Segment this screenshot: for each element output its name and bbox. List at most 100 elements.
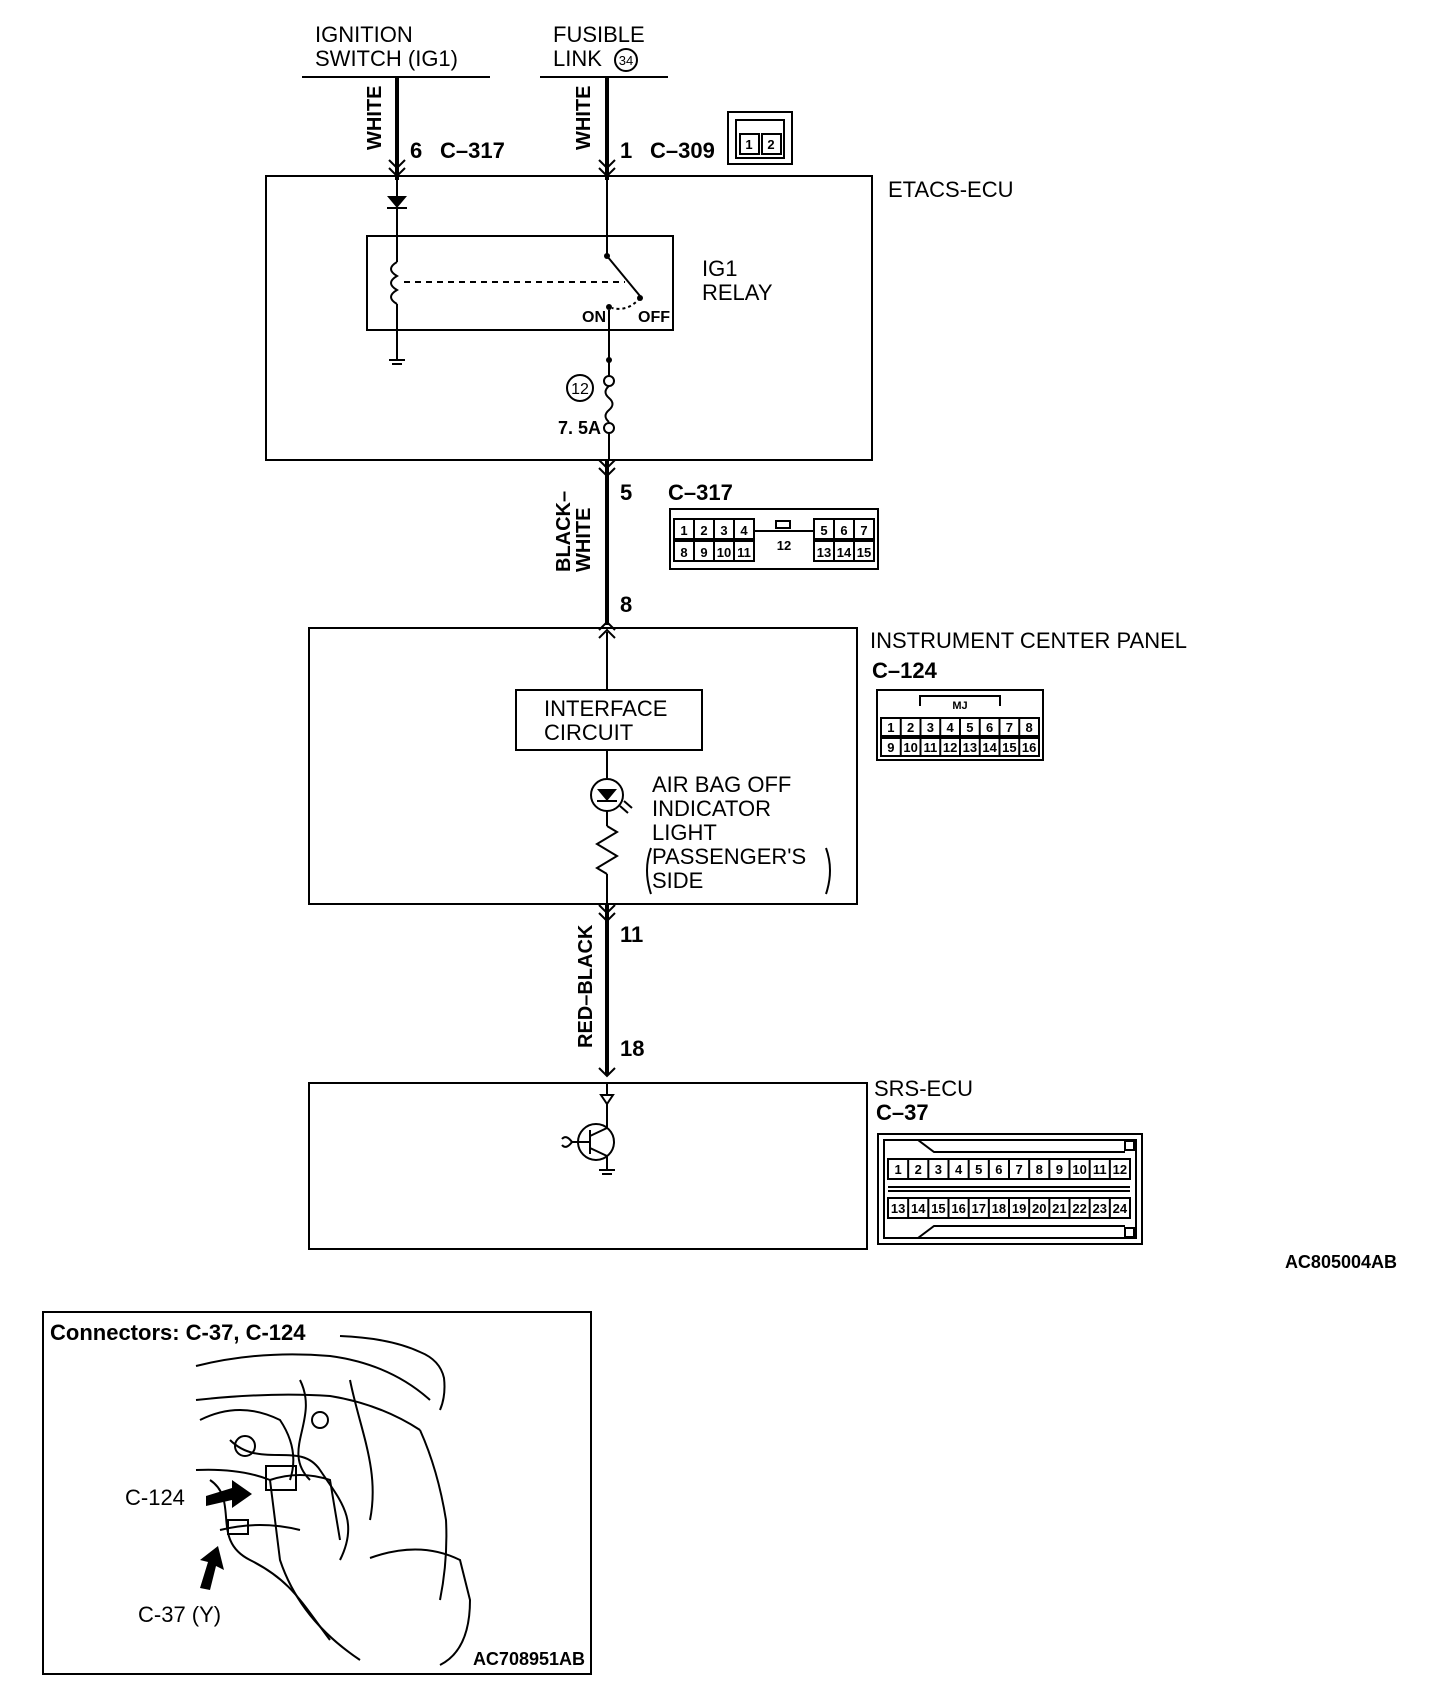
srs-transistor (561, 1083, 615, 1175)
c317-pin-10: 10 (717, 545, 731, 560)
t-ign-line: SWITCH (IG1) (315, 46, 458, 71)
fuse-number: 12 (571, 381, 589, 398)
t-ifc-line: CIRCUIT (544, 720, 633, 745)
c309-pin-2: 2 (767, 137, 774, 152)
c37-pin-5: 5 (975, 1162, 982, 1177)
relay-off-label: OFF (638, 309, 670, 326)
c37-pin-20: 20 (1032, 1201, 1046, 1216)
icp-internal (590, 750, 633, 904)
c37-pin-22: 22 (1072, 1201, 1086, 1216)
arrow-c124-11 (598, 904, 616, 923)
c37-pin-19: 19 (1012, 1201, 1026, 1216)
connector-c37-label: C–37 (876, 1100, 929, 1125)
connector-c309-face: 1 2 (727, 111, 793, 165)
c124-pin-16: 16 (1022, 740, 1036, 755)
connector-c317-face: 1 2 3 4 5 6 7 12 8 9 10 11 13 14 15 (669, 508, 879, 570)
arrow-c37-18 (598, 1067, 616, 1078)
pin-18: 18 (620, 1036, 644, 1061)
inset-box (42, 1311, 592, 1675)
c37-pin-8: 8 (1036, 1162, 1043, 1177)
inset-c37-label: C-37 (Y) (138, 1602, 221, 1627)
t-bw-line: BLACK– (553, 491, 575, 572)
c124-pin-10: 10 (903, 740, 917, 755)
c37-pin-4: 4 (955, 1162, 963, 1177)
c317-pin-12: 12 (777, 538, 791, 553)
pin-1: 1 (620, 138, 632, 163)
pin-5: 5 (620, 480, 632, 505)
c317-pin-3: 3 (720, 523, 727, 538)
c37-pin-16: 16 (951, 1201, 965, 1216)
c37-pin-1: 1 (894, 1162, 901, 1177)
srs-ecu-title: SRS-ECU (874, 1076, 973, 1101)
c37-pin-12: 12 (1113, 1162, 1127, 1177)
c317-pin-9: 9 (700, 545, 707, 560)
ig1-relay-label-line: IG1 (702, 256, 737, 281)
c37-pin-17: 17 (972, 1201, 986, 1216)
c37-pin-3: 3 (935, 1162, 942, 1177)
c124-pin-3: 3 (927, 720, 934, 735)
wire-label-white-right: WHITE (573, 86, 595, 150)
c124-pin-9: 9 (887, 740, 894, 755)
relay-on-label: ON (582, 309, 606, 326)
t-ifc-line: INTERFACE (544, 696, 667, 721)
c124-pin-6: 6 (986, 720, 993, 735)
dashboard-illustration (195, 1335, 472, 1666)
c124-pin-8: 8 (1026, 720, 1033, 735)
c124-pin-15: 15 (1002, 740, 1016, 755)
c309-pin-1: 1 (745, 137, 752, 152)
connector-c317-label: C–317 (668, 480, 733, 505)
c37-pin-6: 6 (995, 1162, 1002, 1177)
connector-c124-label: C–124 (872, 658, 938, 683)
c317-pin-6: 6 (840, 523, 847, 538)
c37-pin-23: 23 (1093, 1201, 1107, 1216)
t-bw-line: WHITE (573, 508, 595, 572)
c124-pin-11: 11 (924, 740, 938, 755)
ig1-relay-label-line: RELAY (702, 280, 773, 305)
c37-pin-15: 15 (931, 1201, 945, 1216)
ig1-relay-box (366, 235, 674, 331)
c37-pin-18: 18 (992, 1201, 1006, 1216)
c37-pin-13: 13 (891, 1201, 905, 1216)
c37-pin-24: 24 (1113, 1201, 1128, 1216)
icp-title: INSTRUMENT CENTER PANEL (870, 628, 1187, 653)
wire-label-white-left: WHITE (364, 86, 386, 150)
c124-pin-4: 4 (947, 720, 955, 735)
wire-label-black-white: BLACK–WHITE (553, 491, 595, 572)
c37-pin-21: 21 (1052, 1201, 1066, 1216)
c37-pin-2: 2 (915, 1162, 922, 1177)
c37-pin-14: 14 (911, 1201, 926, 1216)
arrow-c37-location (200, 1546, 224, 1590)
t-ind-line: LIGHT (652, 820, 717, 845)
t-ind-line: SIDE (652, 868, 703, 893)
c317-pin-8: 8 (680, 545, 687, 560)
c124-pin-2: 2 (907, 720, 914, 735)
pin-8: 8 (620, 592, 632, 617)
connector-c309: C–309 (650, 138, 715, 163)
icp-box (308, 627, 858, 905)
etacs-ecu-box (265, 175, 873, 461)
fusible-link-number-circle (614, 48, 638, 72)
fuse-rating: 7. 5A (558, 418, 601, 438)
t-ign-line: IGNITION (315, 22, 413, 47)
diagram-figure-code: AC805004AB (1285, 1252, 1397, 1272)
arrow-c124-location (206, 1480, 252, 1508)
inset-c124-label: C-124 (125, 1485, 185, 1510)
etacs-internal (387, 176, 643, 460)
indicator-paren-left (646, 847, 652, 895)
c124-pin-1: 1 (887, 720, 894, 735)
t-ind-line: INDICATOR (652, 796, 771, 821)
t-ind-line: PASSENGER'S (652, 844, 806, 869)
c317-pin-2: 2 (700, 523, 707, 538)
srs-ecu-box (308, 1082, 868, 1250)
fusible-link-number: 34 (619, 53, 633, 68)
etacs-ecu-title: ETACS-ECU (888, 177, 1014, 202)
c37-pin-7: 7 (1015, 1162, 1022, 1177)
t-ind-line: AIR BAG OFF (652, 772, 791, 797)
c317-pin-11: 11 (737, 545, 751, 560)
c124-key: MJ (952, 700, 967, 712)
